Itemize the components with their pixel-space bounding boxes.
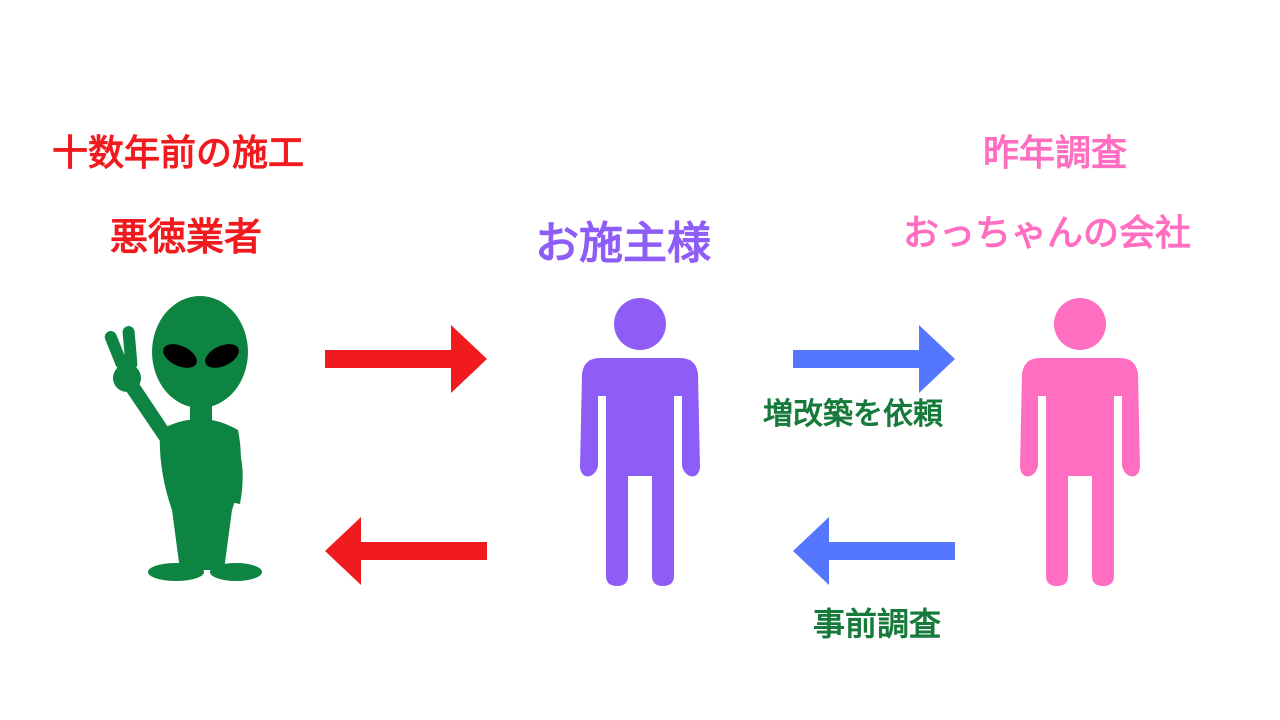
survey-label: 事前調査 [813,605,942,643]
left-name: 悪徳業者 [110,215,263,259]
blue-arrow-right-icon [793,325,955,393]
right-title: 昨年調査 [983,133,1128,174]
blue-arrow-left-icon [793,517,955,585]
left-title: 十数年前の施工 [52,133,305,174]
request-label: 増改築を依頼 [763,397,943,432]
center-person-icon [580,298,700,586]
right-person-icon [1020,298,1140,586]
right-name: おっちゃんの会社 [903,213,1192,254]
red-arrow-left-icon [325,517,487,585]
alien-peace-sign-icon [104,296,262,581]
center-name: お施主様 [535,218,711,269]
red-arrow-right-icon [325,325,487,393]
